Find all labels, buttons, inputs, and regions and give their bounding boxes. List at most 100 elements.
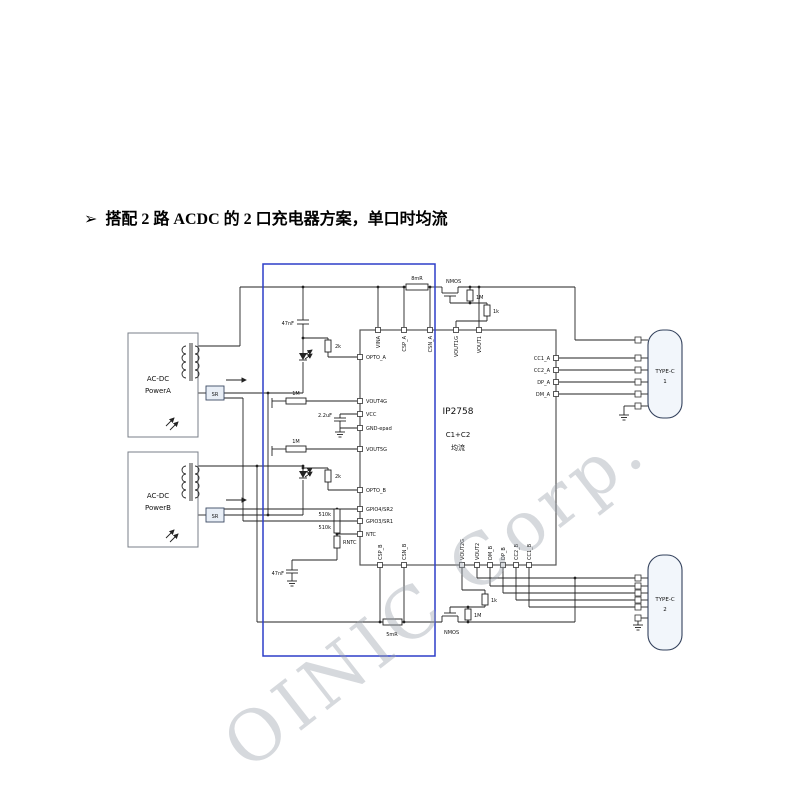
- power-b-label-1: AC-DC: [147, 492, 169, 500]
- resistor-2k-b-label: 2k: [335, 474, 341, 480]
- pin-vout4g: [357, 398, 363, 404]
- resistor-1k-b: [481, 593, 489, 606]
- highlight-box: [262, 263, 436, 657]
- pin-vina: [375, 327, 381, 333]
- title-text: 搭配 2 路 ACDC 的 2 口充电器方案，单口时均流: [105, 211, 448, 228]
- resistor-1k-a-label: 1k: [493, 309, 499, 315]
- resistor-510k-1: [333, 508, 341, 522]
- pin-label-cc1-b: CC1_B: [527, 543, 533, 560]
- resistor-1k-b-label: 1k: [491, 598, 497, 604]
- resistor-2k-a: [324, 339, 332, 353]
- pin-opto-b: [357, 487, 363, 493]
- arrow-bullet-icon: ➢: [84, 209, 98, 228]
- sr-controller-a: [205, 385, 225, 401]
- resistor-2k-a-label: 2k: [335, 344, 341, 350]
- pin-label-csn-b: CSN_B: [402, 543, 408, 560]
- resistor-510k-1-label: 510k: [319, 512, 332, 518]
- pin-csn-b: [401, 562, 407, 568]
- resistor-1M-a: [466, 289, 474, 302]
- pin-label-vout1: VOUT1: [477, 336, 483, 353]
- pin-vout2g: [459, 562, 465, 568]
- resistor-rntc-label: RNTC: [343, 540, 357, 546]
- pin-opto-a: [357, 354, 363, 360]
- pin-cc2-b: [513, 562, 519, 568]
- cap-47nF-a-label: 47nF: [282, 321, 295, 327]
- typec1-label: TYPE-C: [654, 369, 674, 375]
- resistor-5mR-label: 5mR: [386, 632, 398, 638]
- resistor-1M-b-label: 1M: [474, 613, 482, 619]
- pin-label-cc2-a: CC2_A: [534, 368, 551, 374]
- pin-label-dp-a: DP_A: [537, 380, 550, 386]
- sr-a-label: SR: [212, 392, 219, 398]
- resistor-1k-a: [483, 304, 491, 317]
- ground-ntc-icon: [286, 576, 298, 587]
- pin-label-csn-a: CSN_A: [428, 335, 434, 352]
- resistor-1M-mos1-label: 1M: [292, 391, 300, 397]
- pin-label-vout2: VOUT2: [475, 543, 481, 560]
- nmos-b-label: NMOS: [444, 630, 459, 636]
- pin-csn-a: [427, 327, 433, 333]
- pin-gnd-epad: [357, 425, 363, 431]
- pin-label-dp-b: DP_B: [501, 547, 507, 560]
- acdc-power-b: AC-DC PowerB SR: [127, 451, 247, 548]
- typec1-pad-gnd: [634, 402, 642, 410]
- typec2-pad-cc2: [634, 596, 642, 604]
- resistor-rntc: [333, 535, 341, 549]
- resistor-2k-b: [324, 469, 332, 483]
- pin-label-cc1-a: CC1_A: [534, 356, 551, 362]
- typec2-pad-cc1: [634, 603, 642, 611]
- pin-vout1g: [453, 327, 459, 333]
- acdc-power-a: AC-DC PowerA SR: [127, 332, 247, 438]
- pin-label-gpio4-sr2: GPIO4/SR2: [366, 507, 393, 513]
- pin-label-vina: VINA: [376, 335, 382, 348]
- pin-label-ntc: NTC: [366, 532, 377, 538]
- sr-controller-b: [205, 507, 225, 523]
- pin-cc2-a: [553, 367, 559, 373]
- power-a-label-2: PowerA: [145, 387, 171, 395]
- page-title: ➢ 搭配 2 路 ACDC 的 2 口充电器方案，单口时均流: [84, 205, 448, 229]
- resistor-5mR: [382, 618, 403, 626]
- pin-ntc: [357, 531, 363, 537]
- pin-cc1-b: [526, 562, 532, 568]
- cap-2u2-icon: [334, 417, 346, 422]
- typec2-pad-gnd: [634, 614, 642, 622]
- typec1-pad-dp: [634, 378, 642, 386]
- pin-label-csp-a: CSP_A: [402, 335, 408, 351]
- typec2-label: TYPE-C: [654, 597, 674, 603]
- cap-47nF-b-icon: [286, 569, 298, 574]
- ground-epad-icon: [334, 427, 346, 438]
- pin-csp-b: [377, 562, 383, 568]
- pin-gpio4-sr2: [357, 506, 363, 512]
- nmos-a-symbol: [441, 287, 459, 303]
- opto-feedback-b-icon: [165, 529, 179, 543]
- opto-led-a-icon: [299, 349, 313, 361]
- ic-part-number: IP2758: [443, 407, 474, 417]
- ic-mode-line2: 均流: [451, 443, 465, 452]
- resistor-510k-2: [333, 520, 341, 534]
- pin-label-vout5g: VOUT5G: [366, 447, 387, 453]
- mosfet-2-icon: [267, 444, 273, 458]
- typec2-pad-dm: [634, 582, 642, 590]
- pin-dp-b: [500, 562, 506, 568]
- nmos-b-symbol: [441, 607, 459, 622]
- pin-csp-a: [401, 327, 407, 333]
- pin-label-dm-b: DM_B: [488, 545, 494, 560]
- pin-label-vout2g: VOUT2G: [460, 539, 466, 560]
- resistor-510k-2-label: 510k: [319, 525, 332, 531]
- typec1-pad-cc1: [634, 354, 642, 362]
- resistor-1M-a-label: 1M: [476, 295, 484, 301]
- pin-dp-a: [553, 379, 559, 385]
- pin-label-opto-a: OPTO_A: [366, 355, 386, 361]
- ic-ip2758: IP2758 C1+C2 均流 VINA CSP_A CSN_A VOUT1G …: [357, 327, 559, 568]
- cap-47nF-b-label: 47nF: [272, 571, 285, 577]
- typec1-number: 1: [663, 379, 667, 385]
- cap-47nF-a: [297, 319, 309, 325]
- opto-led-b-icon: [299, 467, 313, 479]
- pin-label-opto-b: OPTO_B: [366, 488, 386, 494]
- pin-label-vcc: VCC: [366, 412, 377, 418]
- mosfet-1-icon: [267, 396, 273, 410]
- nmos-a-label: NMOS: [446, 279, 461, 285]
- pin-label-dm-a: DM_A: [536, 392, 551, 398]
